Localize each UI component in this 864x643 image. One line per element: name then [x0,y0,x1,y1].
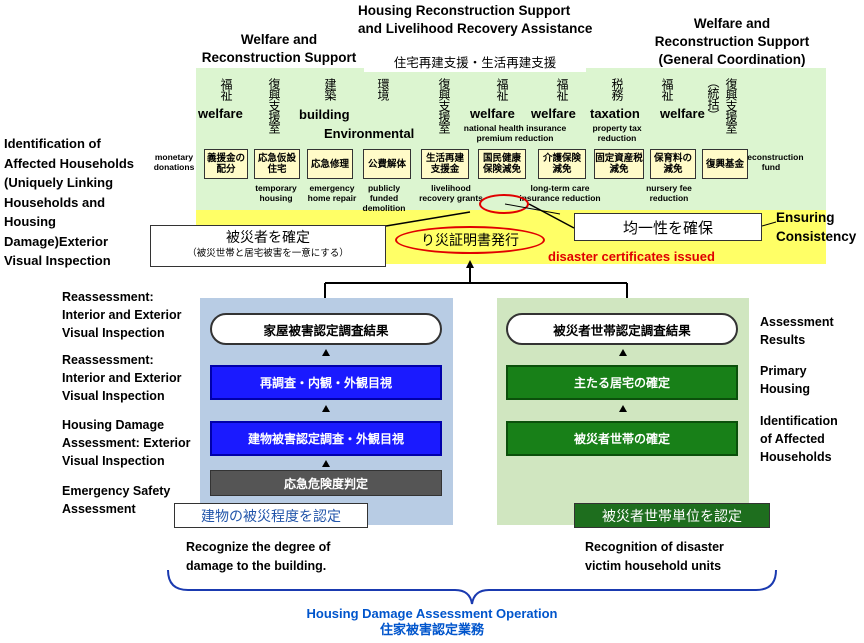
jp-header-box: 住宅再建支援・生活再建支援 [364,50,586,72]
left-label-1: Reassessment: Interior and Exterior Visu… [62,290,182,340]
col-6-jp: 福祉 [495,78,509,100]
col-2-jp: 復興支援室 [267,78,281,133]
certificate-en: disaster certificates issued [548,249,715,264]
right-footer: 被災者世帯単位を認定 [574,503,770,528]
left-result: 家屋被害認定調査結果 [210,313,442,345]
program-box-6: 国民健康保険減免 [478,149,526,179]
col-7-jp: 福祉 [555,78,569,100]
note-temp-housing: temporary housing [255,183,297,203]
note-emergency-repair: emergency home repair [307,183,357,203]
identification-title: Identification of Affected Households (U… [4,136,135,268]
note-monetary: monetary donations [153,152,195,172]
right-label-2: Primary Housing [760,364,810,396]
identify-box: 被災者を確定 （被災世帯と居宅被害を一意にする） [150,225,386,267]
top-title-right: Welfare and Reconstruction Support (Gene… [654,16,810,67]
arrow-up-icon [322,405,330,412]
identify-title: 被災者を確定 [226,230,310,246]
program-box-1: 義援金の配分 [204,149,248,179]
col-5-jp: 復興支援室 [437,78,451,133]
col-4-en: Environmental [324,126,415,141]
col-3-jp: 建築 [323,78,337,100]
program-box-3: 応急修理 [307,149,353,179]
program-box-9: 保育料の減免 [650,149,696,179]
note-nursery: nursery fee reduction [646,183,692,203]
left-step-1: 再調査・内観・外観目視 [210,365,442,400]
col-8-jp: 税務 [610,78,624,100]
left-label-2: Reassessment: Interior and Exterior Visu… [62,353,182,403]
note-public-demolition: publicly funded demolition [362,183,406,213]
program-box-10: 復興基金 [702,149,748,179]
arrow-up-icon [322,349,330,356]
col-6-en: welfare [470,106,515,121]
note-reconstruction-fund: reconstruction fund [744,152,804,172]
program-box-4: 公費解体 [363,149,411,179]
left-step-2: 建物被害認定調査・外観目視 [210,421,442,456]
certificate-oval: り災証明書発行 [395,226,545,254]
col-10-jp: （統括） [706,76,720,120]
bottom-title-en: Housing Damage Assessment Operation [306,606,558,621]
col-9-en: welfare [660,106,705,121]
right-label-1: Assessment Results [760,315,834,347]
identify-sub: （被災世帯と居宅被害を一意にする） [187,248,349,259]
program-box-7: 介護保険減免 [538,149,586,179]
col-1-jp: 福祉 [219,78,233,100]
highlight-oval [479,194,529,214]
arrow-up-icon [322,460,330,467]
top-title-center: Housing Reconstruction Support and Livel… [358,3,593,36]
col-9-jp: 福祉 [660,78,674,100]
note-livelihood: livelihood recovery grants [419,183,483,203]
left-caption: Recognize the degree of damage to the bu… [186,540,331,573]
col-3-en: building [299,107,350,122]
consistency-en: Ensuring Consistency [776,210,857,244]
col-4-jp: 環境 [376,78,390,100]
right-result: 被災者世帯認定調査結果 [506,313,738,345]
col-1-en: welfare [198,106,243,121]
col-11-jp: 復興支援室 [724,78,738,133]
note-national-health: national health insurance premium reduct… [463,123,567,143]
left-label-4: Emergency Safety Assessment [62,484,171,516]
left-footer: 建物の被災程度を認定 [174,503,368,528]
consistency-box: 均一性を確保 [574,213,762,241]
left-step-3: 応急危険度判定 [210,470,442,496]
left-label-3: Housing Damage Assessment: Exterior Visu… [62,418,191,468]
top-title-left: Welfare and Reconstruction Support [201,32,357,65]
program-box-2: 応急仮設住宅 [254,149,300,179]
right-caption: Recognition of disaster victim household… [585,540,724,573]
arrow-up-icon [619,405,627,412]
program-box-5: 生活再建支援金 [421,149,469,179]
bottom-title-jp: 住家被害認定業務 [379,623,484,638]
right-step-2: 被災者世帯の確定 [506,421,738,456]
program-box-8: 固定資産税減免 [594,149,644,179]
note-property-tax: property tax reduction [592,123,642,143]
col-7-en: welfare [531,106,576,121]
arrow-up-icon [619,349,627,356]
right-label-3: Identification of Affected Households [760,414,838,464]
col-8-en: taxation [590,106,640,121]
right-step-1: 主たる居宅の確定 [506,365,738,400]
note-long-term-care: long-term care insurance reduction [519,183,601,203]
